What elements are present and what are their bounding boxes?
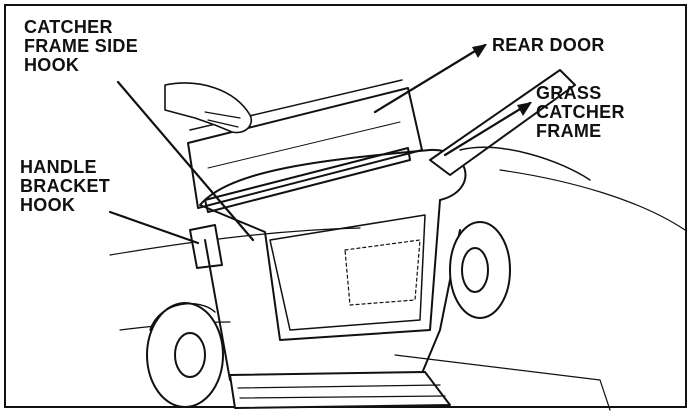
label-line: GRASS (536, 83, 602, 103)
left-wheel (146, 302, 224, 408)
leader-rear-door (373, 43, 487, 114)
catcher-frame (199, 148, 467, 341)
label-line: CATCHER (536, 102, 625, 122)
deck-chute (229, 371, 451, 409)
label-handle-bracket-hook: HANDLE BRACKET HOOK (20, 158, 110, 215)
floor-line (109, 227, 361, 256)
left-wheel-hub (174, 332, 206, 378)
arrow-grass-catcher-frame (517, 102, 532, 116)
label-line: BRACKET (20, 176, 111, 196)
label-line: HANDLE (20, 157, 97, 177)
handle-arm-lower (459, 146, 591, 181)
floor-line-right (499, 169, 686, 231)
leader-grass-catcher-frame (443, 101, 532, 157)
right-wheel-hub (461, 247, 489, 293)
label-grass-catcher-frame: GRASS CATCHER FRAME (536, 84, 625, 141)
catcher-frame-inner (269, 214, 426, 331)
mower-deck (204, 229, 461, 381)
diagram-border (4, 4, 687, 408)
rear-door-inner (207, 121, 401, 169)
arrow-rear-door (472, 44, 487, 58)
label-line: FRAME (536, 121, 602, 141)
leader-handle-bracket-hook (108, 210, 200, 245)
label-rear-door: REAR DOOR (492, 36, 605, 55)
label-line: CATCHER (24, 17, 113, 37)
leader-catcher-frame-side-hook (116, 80, 255, 242)
hand-fingers (204, 111, 241, 128)
label-line: REAR DOOR (492, 35, 605, 55)
label-catcher-frame-side-hook: CATCHER FRAME SIDE HOOK (24, 18, 138, 75)
floor-shadow (394, 354, 611, 411)
deck-chute-lines (237, 384, 446, 399)
label-line: FRAME SIDE (24, 36, 139, 56)
left-wheel-tread (149, 302, 216, 331)
right-wheel (449, 221, 511, 319)
hand (164, 82, 252, 134)
label-line: HOOK (24, 55, 80, 75)
bag-opening (344, 239, 421, 306)
label-line: HOOK (20, 195, 76, 215)
